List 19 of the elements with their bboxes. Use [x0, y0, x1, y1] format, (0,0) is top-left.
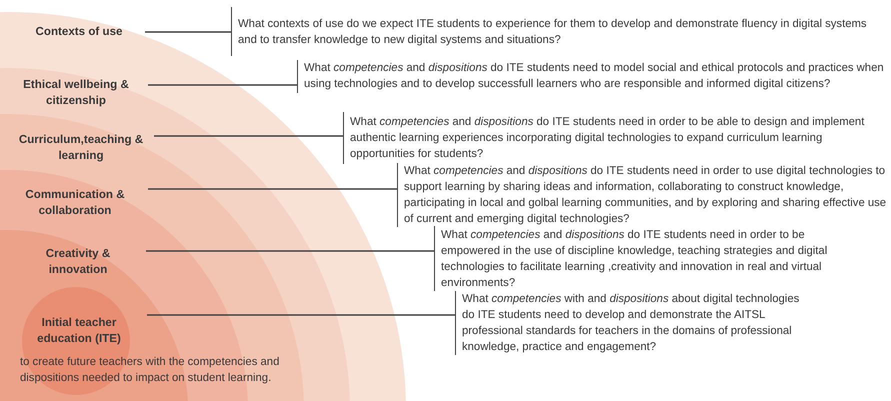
ring-label: Creativity & innovation — [44, 246, 112, 278]
question-text: What competencies and dispositions do ITE students need to model social and ethical protocols and practices when using technologies and to develop successfull learners who are responsible and informed digital citizens? — [297, 60, 891, 93]
question-text: What contexts of use do we expect ITE students to experience for them to develop and demonstrate fluency in digital systems and to transfer knowledge to new digital systems and situations? — [231, 7, 873, 56]
question-text: What competencies and dispositions do ITE students need in order to be able to design and implement authentic learning experiences incorporating digital technologies to expand curriculum learning opportunities for students? — [343, 112, 875, 164]
connector-line — [148, 84, 297, 86]
ring-label: Ethical wellbeing & citizenship — [22, 77, 130, 109]
ring-label: Contexts of use — [34, 24, 124, 40]
question-text: What competencies and dispositions do ITE students need in order to be empowered in the use of discipline knowledge, teaching strategies and digital technologies to facilitate learning ,creativity and innovation in real and virtual environments? — [434, 226, 861, 291]
question-text: What competencies and dispositions do ITE students need in order to use digital technologies to support learning by sharing ideas and information, collaborating to construct knowledge, participating in local and golbal learning communities, and by exploring and sharing effective use of current and emerging digital technologies? — [397, 163, 891, 227]
ring-label: Communication & collaboration — [24, 187, 126, 219]
connector-line — [145, 31, 231, 33]
connector-line — [154, 135, 343, 137]
connector-line — [146, 250, 434, 252]
description-text: to create future teachers with the competencies and dispositions needed to impact on student learning. — [20, 355, 280, 386]
question-text: What competencies with and dispositions about digital technologies do ITE students need to develop and demonstrate the AITSL professional standards for teachers in the domains of professional knowledge, practice and engagement? — [455, 291, 812, 355]
ring-label: Curriculum,teaching & learning — [18, 132, 144, 164]
connector-line — [148, 188, 397, 190]
connector-line — [147, 314, 455, 316]
ring-label: Initial teacher education (ITE) — [36, 315, 122, 347]
